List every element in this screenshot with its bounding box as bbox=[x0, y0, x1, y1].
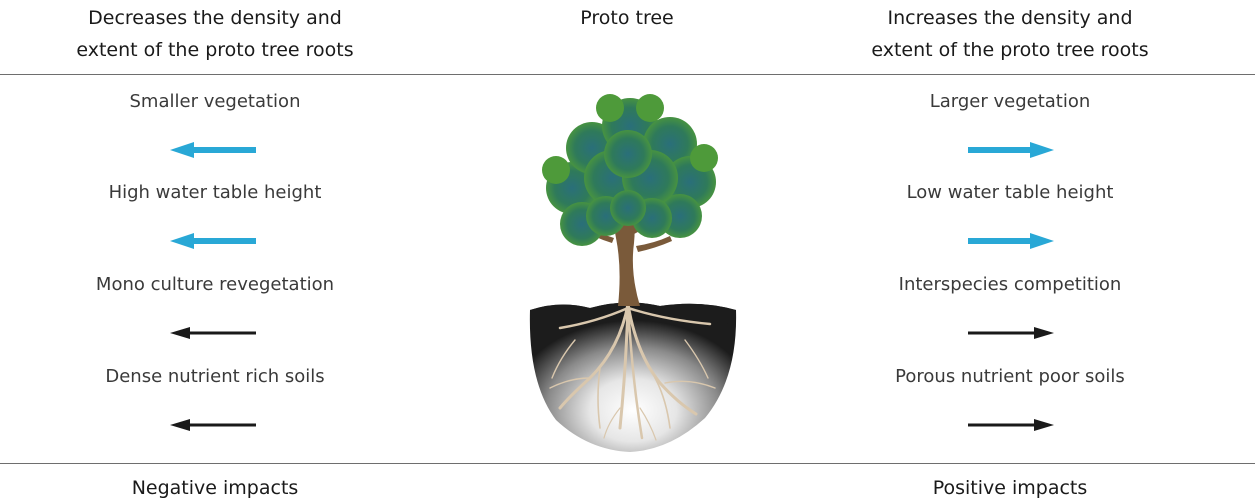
arrow-right-icon bbox=[966, 140, 1056, 160]
arrow-left-icon bbox=[168, 415, 258, 435]
header-increases: Increases the density and extent of the … bbox=[820, 2, 1200, 66]
header-proto-tree: Proto tree bbox=[527, 2, 727, 34]
arrow-left-icon bbox=[168, 323, 258, 343]
arrow-right-icon bbox=[966, 323, 1056, 343]
factor-porous-nutrient-poor-soils: Porous nutrient poor soils bbox=[820, 366, 1200, 387]
factor-dense-nutrient-rich-soils: Dense nutrient rich soils bbox=[20, 366, 410, 387]
factor-interspecies-competition: Interspecies competition bbox=[820, 274, 1200, 295]
header-decreases: Decreases the density and extent of the … bbox=[20, 2, 410, 66]
header-increases-line-2: extent of the proto tree roots bbox=[820, 34, 1200, 66]
arrow-right-icon bbox=[966, 415, 1056, 435]
header-decreases-line-1: Decreases the density and bbox=[20, 2, 410, 34]
header-decreases-line-2: extent of the proto tree roots bbox=[20, 34, 410, 66]
factor-low-water-table: Low water table height bbox=[820, 182, 1200, 203]
header-increases-line-1: Increases the density and bbox=[820, 2, 1200, 34]
factor-high-water-table: High water table height bbox=[20, 182, 410, 203]
factor-larger-vegetation: Larger vegetation bbox=[820, 91, 1200, 112]
factor-smaller-vegetation: Smaller vegetation bbox=[20, 91, 410, 112]
arrow-right-icon bbox=[966, 231, 1056, 251]
arrow-left-icon bbox=[168, 231, 258, 251]
footer-positive-impacts: Positive impacts bbox=[820, 477, 1200, 499]
bottom-divider bbox=[0, 463, 1255, 464]
tree-canopy bbox=[542, 94, 718, 246]
proto-tree-illustration bbox=[500, 78, 755, 463]
factor-mono-culture-revegetation: Mono culture revegetation bbox=[20, 274, 410, 295]
arrow-left-icon bbox=[168, 140, 258, 160]
footer-negative-impacts: Negative impacts bbox=[20, 477, 410, 499]
top-divider bbox=[0, 74, 1255, 75]
